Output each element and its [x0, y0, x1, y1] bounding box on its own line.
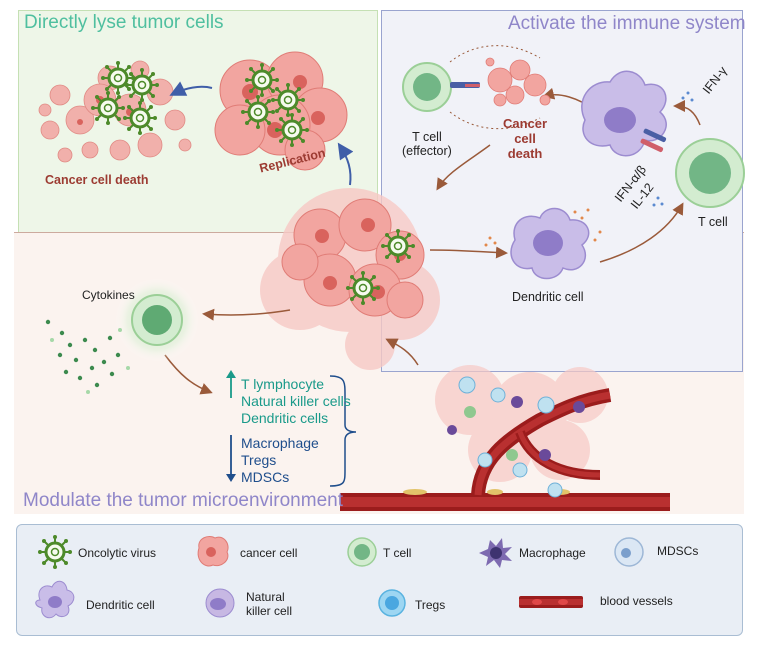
decreased-cells-list: Macrophage Tregs MDSCs [241, 435, 319, 486]
mdsc-icon [614, 537, 644, 567]
arrow-lysis [169, 81, 213, 96]
arrow-vessel-to-tumor [385, 338, 419, 366]
immune-title: Activate the immune system [508, 13, 746, 34]
treg-icon [378, 589, 406, 617]
legend-dendritic-cell: Dendritic cell [86, 598, 155, 612]
replicating-tumor-cluster [214, 51, 348, 171]
cytokine-dots-ifn [652, 91, 694, 207]
legend-t-cell: T cell [383, 546, 412, 560]
cancer-cell-icon [197, 535, 229, 567]
effector-t-cell [402, 62, 480, 112]
legend-tregs: Tregs [415, 598, 446, 612]
legend-blood-vessels: blood vessels [600, 594, 673, 608]
central-tumor [260, 188, 440, 370]
legend-macrophage: Macrophage [519, 546, 586, 560]
blood-vessel-icon [519, 596, 583, 608]
arrow-to-tumor [436, 144, 491, 191]
legend-oncolytic-virus: Oncolytic virus [78, 546, 157, 560]
oncolytic-virus-icon [36, 533, 74, 571]
dendritic-cell-middle [510, 207, 590, 280]
cytokine-dots-dc [484, 208, 602, 247]
list-item: MDSCs [241, 469, 290, 485]
micro-title: Modulate the tumor microenvironment [23, 490, 343, 511]
arrow-dc-to-tcell [599, 202, 684, 263]
nk-cell-icon [205, 588, 235, 618]
t-cell-effector-label: T cell (effector) [402, 130, 452, 158]
arrow-replication [337, 142, 354, 186]
dendritic-cell-icon [35, 580, 75, 619]
arrow-cytokines [202, 308, 291, 321]
bracket [329, 375, 357, 487]
lysed-cell-debris [38, 59, 192, 163]
cytokine-particles [45, 319, 121, 388]
increased-cells-list: T lymphocyte Natural killer cells Dendri… [241, 376, 351, 427]
legend-nk-cell: Natural killer cell [246, 590, 293, 618]
cancer-cell-death-top-label: Cancer cell death [503, 116, 548, 161]
t-cell-right [675, 138, 745, 208]
cancer-cell-death-label: Cancer cell death [45, 173, 149, 187]
dendritic-cell-top [581, 70, 667, 157]
arrow-ifn-gamma [673, 100, 701, 126]
arrow-cytokine-effect [164, 354, 213, 395]
dying-cancer-cell [485, 57, 551, 107]
macrophage-icon [479, 538, 512, 568]
list-item: T lymphocyte [241, 376, 324, 392]
legend-mdscs: MDSCs [657, 544, 699, 558]
cytokine-particles-light [50, 328, 130, 394]
list-item: Tregs [241, 452, 277, 468]
cytokines-label: Cytokines [82, 288, 135, 302]
t-cell-label: T cell [698, 215, 728, 229]
list-item: Dendritic cells [241, 410, 329, 426]
dendritic-cell-label: Dendritic cell [512, 290, 584, 304]
cytokine-t-cell [115, 278, 199, 362]
legend-cancer-cell: cancer cell [240, 546, 298, 560]
list-item: Macrophage [241, 435, 319, 451]
list-item: Natural killer cells [241, 393, 351, 409]
lyse-title: Directly lyse tumor cells [24, 12, 224, 33]
tumor-microenvironment-scene [340, 365, 670, 511]
arrow-to-dendritic [429, 246, 508, 259]
t-cell-icon [347, 537, 377, 567]
